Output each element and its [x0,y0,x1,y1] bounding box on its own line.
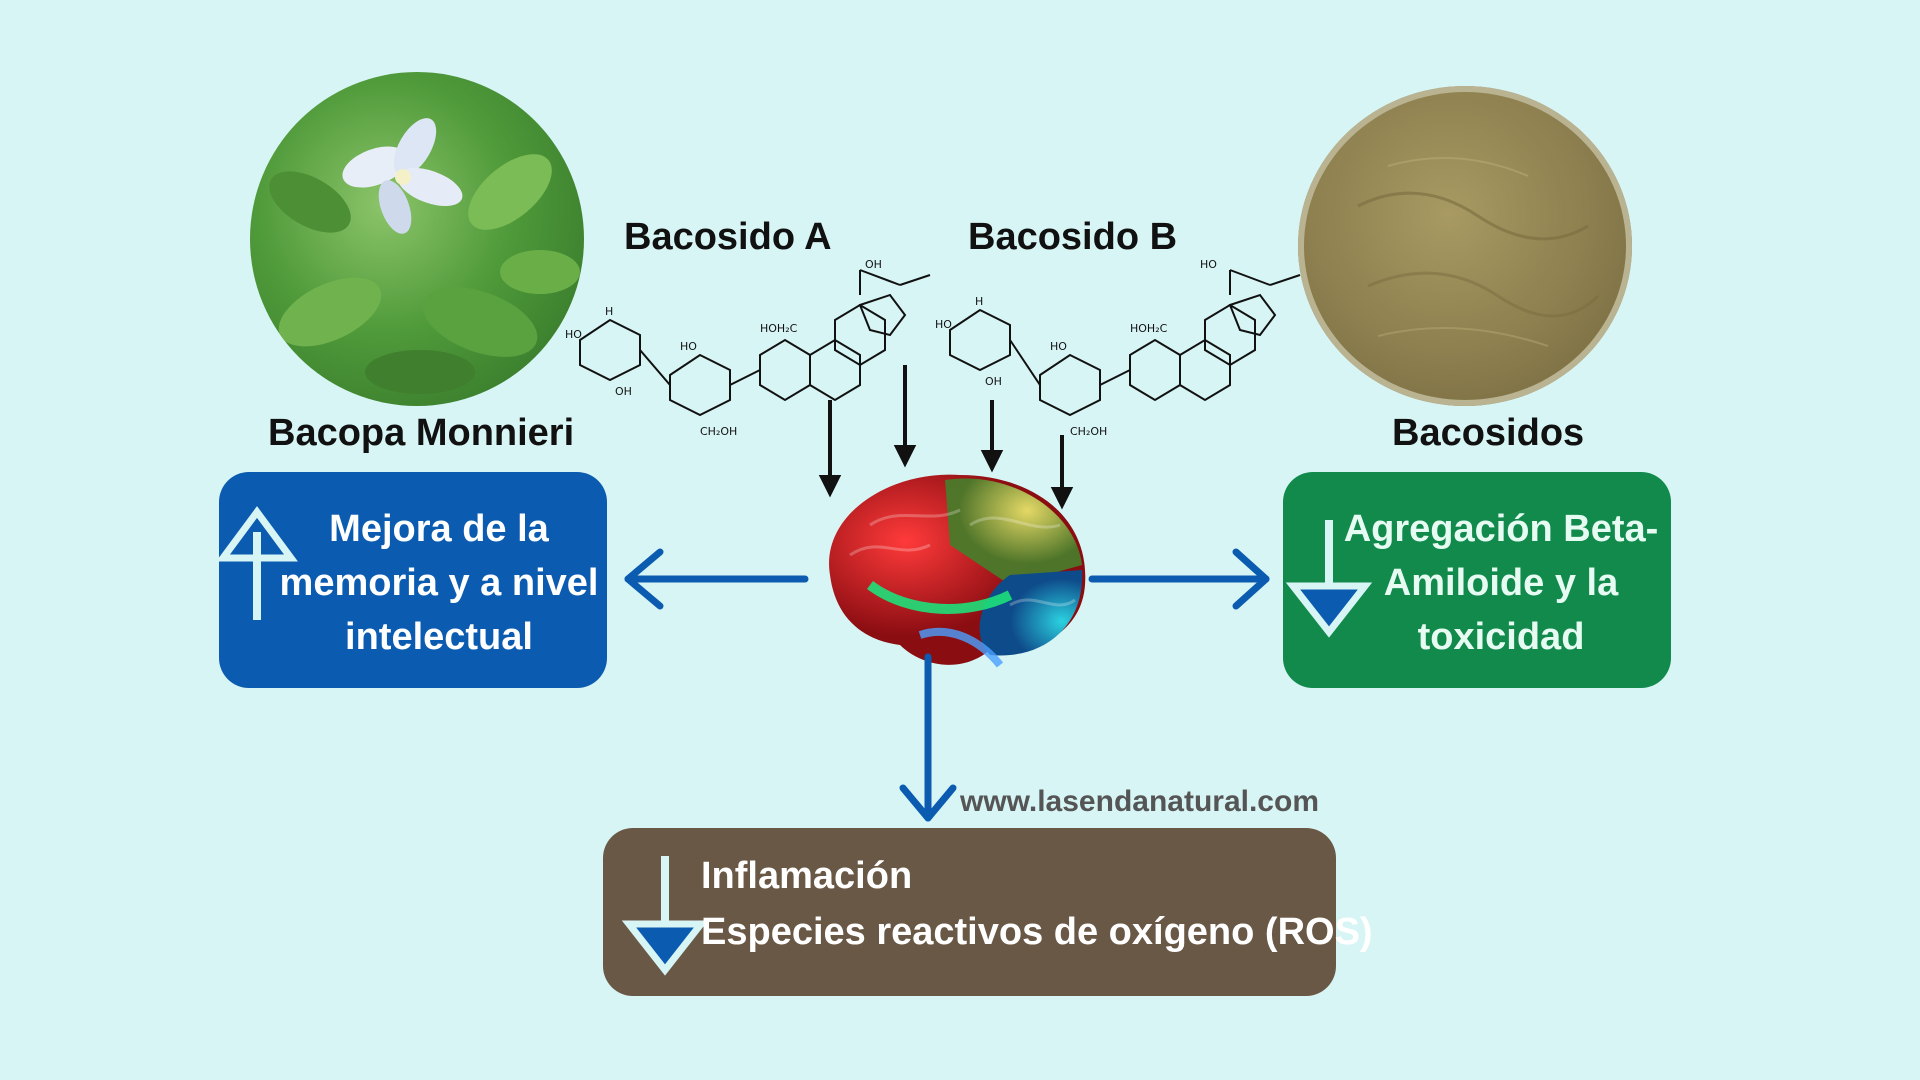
powder-texture [1357,157,1600,347]
arrow-down-icon [1285,520,1373,638]
svg-text:HO: HO [1200,258,1217,271]
amyloid-effect-line3: toxicidad [1417,616,1585,658]
molecule-to-brain-arrows [818,365,1074,510]
amyloid-effect-box: Agregación Beta- Amiloide y la toxicidad [1283,472,1671,688]
svg-text:HO: HO [680,340,697,353]
arrow-down-icon [621,856,709,976]
svg-text:OH: OH [865,258,882,271]
memory-effect-line3: intelectual [345,616,533,658]
svg-text:HO: HO [935,318,952,331]
plant-name: Bacopa Monnieri [268,412,575,454]
svg-text:OH: OH [615,385,632,398]
bacosido-b-structure: HO H OH HO CH₂OH HOH₂C HO [935,258,1301,438]
memory-effect-line1: Mejora de la [329,508,549,550]
memory-effect-line2: memoria y a nivel [279,562,599,604]
bacosido-a-label: Bacosido A [624,216,832,258]
svg-text:HOH₂C: HOH₂C [760,322,798,335]
amyloid-effect-line1: Agregación Beta- [1343,508,1659,550]
bacosido-a-structure: HO H OH HO CH₂OH HOH₂C OH [565,258,931,438]
memory-effect-box: Mejora de la memoria y a nivel intelectu… [216,472,607,688]
inflammation-effect-line2: Especies reactivos de oxígeno (ROS) [701,911,1373,953]
svg-text:CH₂OH: CH₂OH [1070,425,1107,438]
website-url: www.lasendanatural.com [960,785,1319,818]
inflammation-effect-text: Inflamación Especies reactivos de oxígen… [701,848,1373,960]
memory-effect-text: Mejora de la memoria y a nivel intelectu… [279,502,599,664]
inflammation-effect-box: Inflamación Especies reactivos de oxígen… [603,828,1373,996]
plant-leaves-graphic [269,118,580,394]
svg-text:HO: HO [1050,340,1067,353]
amyloid-effect-text: Agregación Beta- Amiloide y la toxicidad [1341,502,1661,664]
svg-text:H: H [605,305,613,318]
powder-name: Bacosidos [1392,412,1585,454]
amyloid-effect-line2: Amiloide y la [1383,562,1619,604]
bacosido-b-label: Bacosido B [968,216,1178,258]
svg-text:H: H [975,295,983,308]
svg-text:OH: OH [985,375,1002,388]
bacopa-plant-image [250,72,584,406]
flower-icon [342,118,463,234]
arrow-up-icon [216,506,298,620]
svg-text:HOH₂C: HOH₂C [1130,322,1168,335]
svg-text:CH₂OH: CH₂OH [700,425,737,438]
brain-image [829,474,1086,668]
svg-text:HO: HO [565,328,582,341]
bacosidos-powder-image [1298,86,1632,406]
inflammation-effect-line1: Inflamación [701,855,913,897]
